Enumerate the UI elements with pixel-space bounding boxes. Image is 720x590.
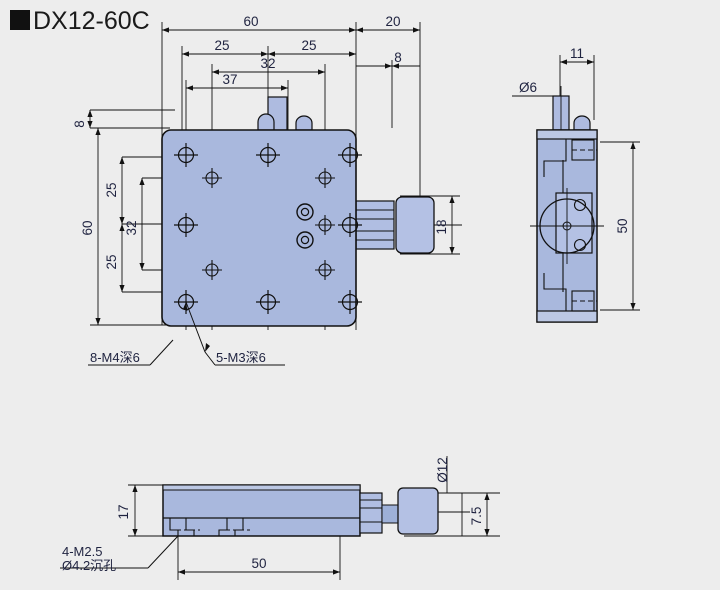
note-m3-label: 5-M3深6 (216, 350, 266, 365)
top-view-leaders (88, 301, 285, 366)
m3-hole (315, 215, 335, 235)
front-view: 4-M2.5 Ø4.2沉孔 17 50 Ø12 7.5 (60, 456, 500, 580)
side-view-hidden-lines (572, 149, 597, 302)
front-view-leader (60, 535, 179, 569)
dim-front-d12: Ø12 (435, 457, 450, 483)
center-locating-features (296, 203, 314, 249)
m4-hole (174, 143, 198, 167)
dim-top-37: 37 (222, 72, 237, 87)
front-view-body (162, 484, 361, 537)
coupling-shaft (381, 504, 399, 524)
dim-top-25-right: 25 (301, 38, 316, 53)
m4-hole (256, 290, 280, 314)
boss-block (555, 192, 593, 254)
note-m4-label: 8-M4深6 (90, 350, 140, 365)
coupling-block (359, 492, 383, 534)
boss-right (295, 115, 313, 131)
micrometer-knob (395, 196, 435, 254)
m3-hole-group (202, 168, 335, 280)
side-boss (573, 115, 591, 131)
m3-hole (315, 260, 335, 280)
note-m25-line2: Ø4.2沉孔 (62, 558, 116, 573)
boss-screw-bottom (573, 238, 587, 252)
m3-hole (202, 260, 222, 280)
dim-left-32: 32 (124, 220, 139, 235)
dim-left-60: 60 (80, 220, 95, 235)
dim-top-32: 32 (260, 56, 275, 71)
note-m25-line1: 4-M2.5 (62, 544, 102, 559)
micrometer-barrel (355, 200, 395, 250)
side-view-center-boss (530, 188, 604, 264)
m4-hole (256, 143, 280, 167)
front-view-dimension-arrows (132, 485, 490, 575)
front-view-top-edge (162, 484, 361, 491)
front-view-knob (397, 487, 439, 535)
title-label: DX12-60C (33, 7, 150, 35)
side-view-base-plate (536, 310, 598, 323)
dim-left-25-upper: 25 (104, 182, 119, 197)
top-view-micrometer (330, 196, 462, 254)
title-bullet-icon (10, 10, 30, 30)
page-title: DX12-60C (10, 7, 150, 35)
dim-front-17: 17 (116, 504, 131, 519)
side-view-posts (552, 86, 591, 131)
top-view-dimension-arrows (87, 27, 455, 325)
dim-front-7p5: 7.5 (469, 507, 484, 526)
dim-18: 18 (434, 219, 449, 234)
side-view-dimension-arrows (560, 59, 636, 310)
dim-top-60: 60 (243, 14, 258, 29)
boss-screw-top (573, 198, 587, 212)
m4-hole (174, 213, 198, 237)
m4-hole-group (174, 143, 362, 314)
m4-hole (338, 143, 362, 167)
dim-top-8: 8 (394, 50, 402, 65)
front-view-coupling (359, 487, 470, 535)
dim-front-50: 50 (251, 556, 266, 571)
m3-hole (315, 168, 335, 188)
m4-hole (338, 213, 362, 237)
dim-left-8: 8 (72, 120, 87, 128)
dim-side-11: 11 (570, 46, 584, 61)
dim-top-20: 20 (385, 14, 400, 29)
dim-side-d6: Ø6 (519, 80, 537, 95)
boss-left (257, 113, 275, 131)
top-view-dimension-lines (89, 22, 460, 326)
side-view: 11 Ø6 50 (512, 46, 640, 323)
m3-hole (202, 168, 222, 188)
top-view: 8-M4深6 5-M3深6 60 20 25 25 32 37 8 8 60 2… (72, 14, 462, 366)
stage-plate-body (161, 129, 357, 327)
side-view-top-plate (536, 129, 598, 140)
dim-side-50: 50 (615, 218, 630, 233)
dim-top-25-left: 25 (214, 38, 229, 53)
top-view-leader-arrows (183, 302, 210, 352)
dim-left-25-lower: 25 (104, 254, 119, 269)
m4-hole (338, 290, 362, 314)
